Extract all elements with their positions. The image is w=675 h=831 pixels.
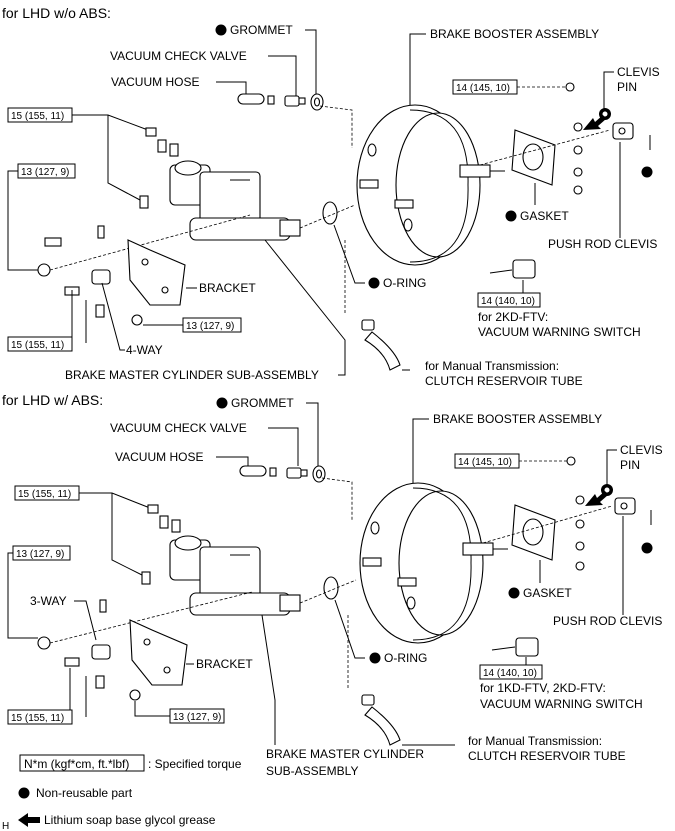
legend-torque-desc: : Specified torque [148,757,242,771]
bracket-label: BRACKET [196,657,253,671]
brake-line-fittings [97,127,179,239]
legend: N*m (kgf*cm, ft.*lbf) : Specified torque… [2,754,242,831]
vacuum-check-valve [286,467,308,479]
grommet-label: GROMMET [230,23,293,37]
o-ring [322,201,338,225]
push-rod-clevis [612,122,651,150]
master-cylinder-label-1: BRAKE MASTER CYLINDER [266,747,424,761]
manual-trans-label: for Manual Transmission: [468,734,602,748]
torque-14-140: 14 (140, 10) [481,296,535,307]
way-label: 3-WAY [30,594,67,608]
push-rod-clevis-label: PUSH ROD CLEVIS [548,237,657,251]
gasket-label: GASKET [523,586,572,600]
section-title-with-abs: for LHD w/ ABS: [2,392,103,408]
bracket-label: BRACKET [199,281,256,295]
grommet-label: GROMMET [231,396,294,410]
vacuum-warning-switch [491,637,539,657]
clevis-label: CLEVIS [617,65,660,79]
section-without-abs: for LHD w/o ABS: GROMMET VACUUM CHECK VA… [2,5,660,388]
torque-legend-box [19,754,145,772]
o-ring-label: O-RING [384,651,427,665]
push-rod-clevis [614,497,652,525]
master-cylinder-label-2: SUB-ASSEMBLY [266,764,358,778]
brake-booster-label: BRAKE BOOSTER ASSEMBLY [430,27,599,41]
grease-arrow-icon [585,491,608,506]
bracket [127,239,186,306]
figure-code: H [2,821,9,831]
way-label: 4-WAY [126,343,163,357]
vacuum-check-valve [284,95,306,107]
master-cylinder [169,160,301,241]
vacuum-warning-switch-label: VACUUM WARNING SWITCH [478,325,641,339]
section-with-abs: for LHD w/ ABS: GROMMET VACUUM CHECK VAL… [2,392,663,778]
legend-non-reusable-icon [18,787,30,799]
grommet-non-reusable-icon [216,397,228,409]
pin-label: PIN [620,458,640,472]
vacuum-check-valve-label: VACUUM CHECK VALVE [110,421,247,435]
torque-14-145: 14 (145, 10) [458,457,512,468]
switch-engine-label: for 1KD-FTV, 2KD-FTV: [480,681,606,695]
legend-torque-unit: N*m (kgf*cm, ft.*lbf) [24,757,129,771]
bracket [129,619,188,686]
vacuum-hose [239,465,277,477]
brake-booster [356,104,505,266]
clevis-label: CLEVIS [620,443,663,457]
torque-13-127-b: 13 (127, 9) [173,712,221,723]
legend-non-reusable: Non-reusable part [36,786,133,800]
clutch-reservoir-tube [361,319,401,371]
push-rod-clevis-label: PUSH ROD CLEVIS [553,614,662,628]
clip-non-reusable-icon [641,166,653,178]
grommet [312,465,326,483]
vacuum-warning-switch-label: VACUUM WARNING SWITCH [480,697,643,711]
vacuum-check-valve-label: VACUUM CHECK VALVE [110,49,247,63]
master-cylinder [169,535,301,616]
torque-14-140: 14 (140, 10) [483,668,537,679]
o-ring [323,576,339,600]
brake-booster-label: BRAKE BOOSTER ASSEMBLY [433,412,602,426]
brake-line-fittings [99,504,181,613]
clutch-tube-label: CLUTCH RESERVOIR TUBE [468,749,626,763]
vacuum-hose-label: VACUUM HOSE [111,75,199,89]
clutch-reservoir-tube [361,694,401,746]
brake-booster [359,482,508,644]
o-ring-non-reusable-icon [369,652,381,664]
grommet [310,93,324,111]
manual-trans-label: for Manual Transmission: [425,359,559,373]
legend-grease-arrow-icon [18,813,40,827]
non-reusable-mark-icon [215,24,227,36]
master-cylinder-label: BRAKE MASTER CYLINDER SUB-ASSEMBLY [65,368,319,382]
pin-label: PIN [617,80,637,94]
section-title-without-abs: for LHD w/o ABS: [2,5,111,21]
vacuum-warning-switch [489,259,536,279]
torque-15-155-a: 15 (155, 11) [11,111,64,122]
vacuum-hose [237,93,275,105]
torque-13-127-a: 13 (127, 9) [21,167,69,178]
gasket-label: GASKET [520,209,569,223]
torque-13-127-b: 13 (127, 9) [186,321,234,332]
torque-15-155-b: 15 (155, 11) [11,713,64,724]
o-ring-label: O-RING [383,276,426,290]
three-way-joint [64,644,111,689]
switch-engine-label: for 2KD-FTV: [478,310,548,324]
torque-15-155-b: 15 (155, 11) [11,340,64,351]
legend-grease: Lithium soap base glycol grease [44,813,216,827]
torque-14-145: 14 (145, 10) [456,83,510,94]
torque-15-155-a: 15 (155, 11) [18,489,71,500]
torque-13-127-a: 13 (127, 9) [16,549,64,560]
clutch-tube-label: CLUTCH RESERVOIR TUBE [425,374,583,388]
gasket-non-reusable-icon [505,210,517,222]
gasket-non-reusable-icon [508,587,520,599]
o-ring-non-reusable-icon [368,277,380,289]
clip-non-reusable-icon [641,542,653,554]
vacuum-hose-label: VACUUM HOSE [115,450,203,464]
gasket [511,504,556,561]
grease-arrow-icon [583,115,606,130]
gasket [511,129,556,186]
